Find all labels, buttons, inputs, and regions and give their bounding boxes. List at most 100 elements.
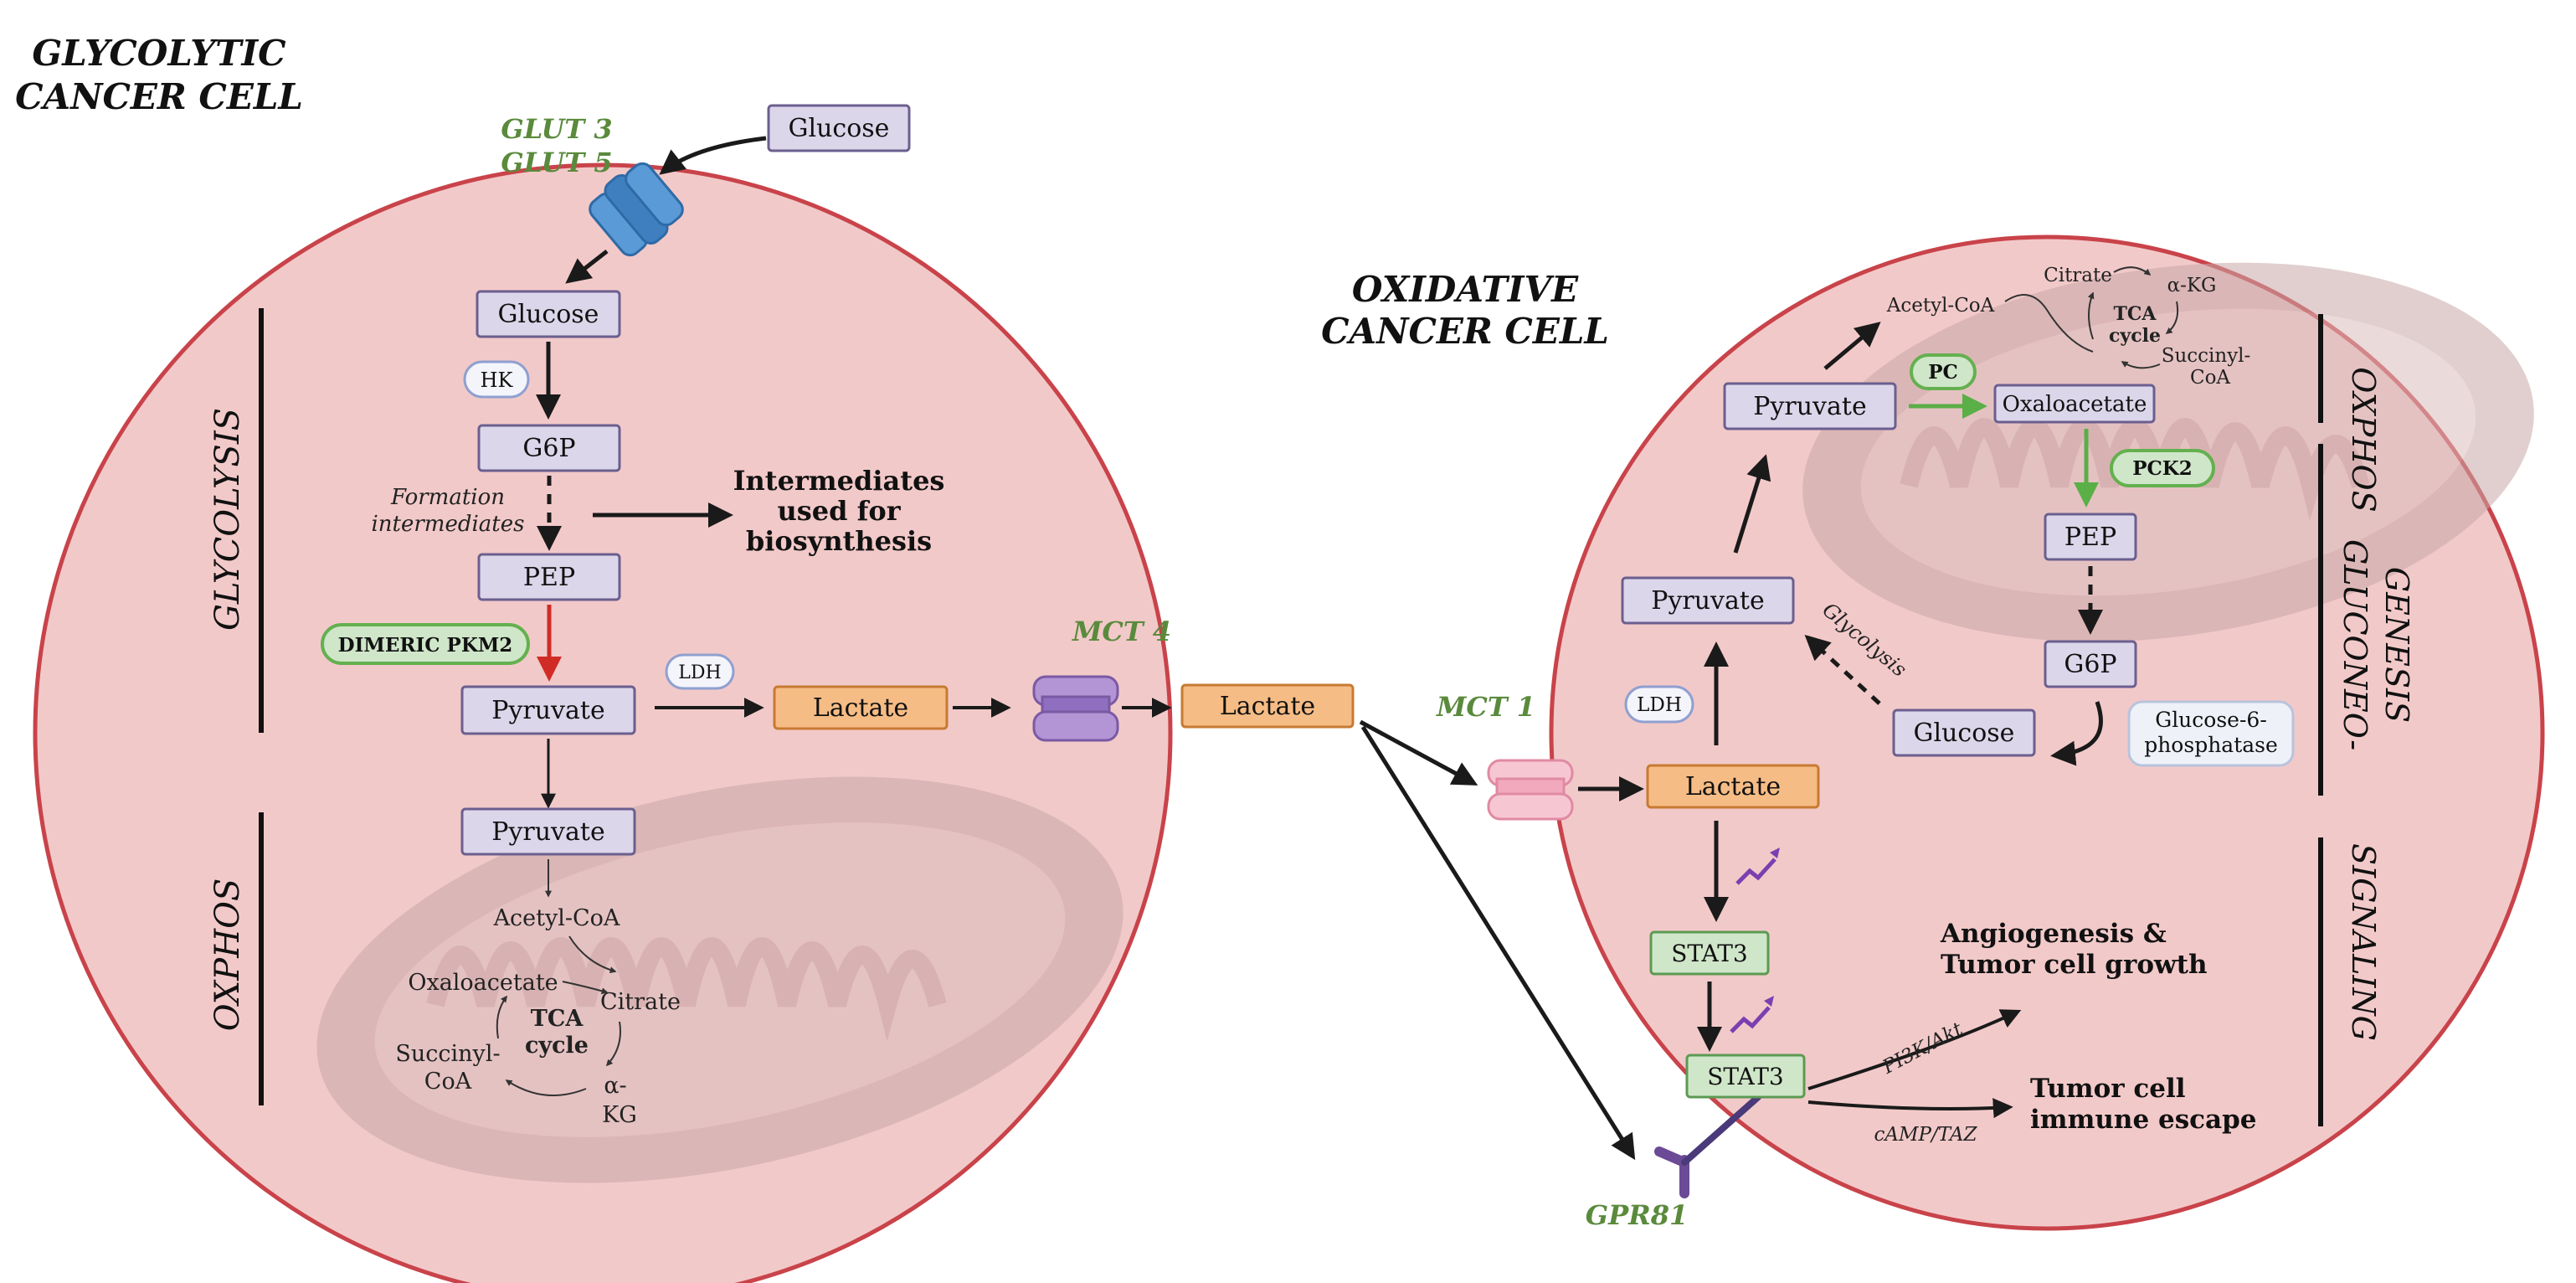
right-acetylcoa-label: Acetyl-CoA — [1886, 295, 1995, 317]
g6p-right-box — [2044, 640, 2137, 688]
intermediates-label-line1: Intermediates — [733, 465, 945, 497]
gpr81-receptor-icon — [1654, 1094, 1761, 1198]
pep-label: PEP — [523, 563, 575, 592]
pep-right-label: PEP — [2064, 523, 2116, 552]
glucose-6-phosphatase-label-line1: Glucose-6- — [2155, 708, 2267, 732]
glucose-6-phosphatase-label-line2: phosphatase — [2144, 733, 2278, 757]
stat3-b-label: STAT3 — [1707, 1063, 1784, 1090]
oxaloacetate-label: Oxaloacetate — [2003, 392, 2147, 417]
pyruvate-mito-box — [460, 807, 636, 856]
right-side-label-gluco-line2: GENESIS — [2378, 567, 2415, 723]
right-tca-arrow-to-citrate — [2087, 291, 2095, 340]
right-cell-title-line2: CANCER CELL — [1321, 311, 1609, 352]
left-tca-arrow-succinyl-oxaloacetate — [496, 995, 507, 1039]
g6p-right-label: G6P — [2064, 650, 2116, 679]
right-acetyl-squiggle — [2004, 294, 2094, 353]
left-citrate-label: Citrate — [600, 989, 681, 1015]
mct1-label: MCT 1 — [1436, 691, 1535, 723]
pep-right-box — [2044, 513, 2137, 561]
g6p-label: G6P — [522, 434, 575, 463]
pyruvate-mid-label: Pyruvate — [1651, 586, 1764, 616]
ldh-left-label: LDH — [678, 662, 721, 683]
arrow-lactate-to-mct1 — [1359, 719, 1478, 786]
right-citrate-label: Citrate — [2044, 265, 2112, 286]
ldh-right-label: LDH — [1637, 694, 1682, 716]
arrow-g6p-to-glucose — [2050, 701, 2103, 766]
right-succinyl-label-line2: CoA — [2190, 367, 2230, 389]
left-mitochondrion — [316, 776, 1123, 1183]
lactate-left-label: Lactate — [813, 693, 908, 723]
immune-escape-label-line1: Tumor cell — [2030, 1074, 2186, 1104]
formation-label-line1: Formation — [390, 485, 505, 510]
formation-label-line2: intermediates — [371, 512, 524, 537]
lactate-right-box — [1646, 764, 1820, 809]
pc-enzyme-pill — [1910, 353, 1977, 390]
left-oxaloacetate-label: Oxaloacetate — [408, 970, 558, 996]
pyruvate-top-label: Pyruvate — [1753, 392, 1866, 421]
arrow-stat3-to-immune-escape — [1807, 1098, 2013, 1119]
upregulation-icon-1 — [1735, 858, 1776, 885]
pck2-enzyme-pill — [2110, 449, 2215, 487]
pck2-enzyme-label: PCK2 — [2132, 457, 2193, 480]
upregulation-icon-2 — [1730, 1006, 1771, 1033]
glucose-outside-box — [767, 104, 911, 152]
dimeric-pkm2-pill — [321, 623, 530, 665]
ldh-right-pill — [1624, 685, 1694, 724]
left-acetylcoa-label: Acetyl-CoA — [493, 905, 620, 931]
pyruvate-mid-box — [1621, 576, 1795, 625]
right-akg-label: α-KG — [2167, 275, 2217, 296]
right-succinyl-label-line1: Succinyl- — [2162, 345, 2251, 367]
left-succinyl-label-line1: Succinyl- — [395, 1041, 500, 1067]
right-tca-label-line2: cycle — [2109, 325, 2161, 347]
glucose-outside-label: Glucose — [789, 114, 890, 143]
pc-enzyme-label: PC — [1928, 361, 1958, 384]
stat3-a-label: STAT3 — [1671, 940, 1748, 967]
right-tca-arrow-akg-succinyl — [2165, 301, 2179, 334]
left-akg-label-line1: α- — [604, 1073, 626, 1099]
arrow-glucose-to-pyruvate-dashed — [1804, 634, 1881, 705]
left-akg-label-line2: KG — [602, 1102, 637, 1128]
intermediates-label-line2: used for — [777, 495, 901, 527]
left-cell-title-line1: GLYCOLYTIC — [32, 33, 286, 74]
angiogenesis-label-line1: Angiogenesis & — [1940, 919, 2167, 949]
stat3-a-box — [1649, 930, 1770, 976]
right-side-label-oxphos: OXPHOS — [2345, 367, 2382, 512]
immune-escape-label-line2: immune escape — [2030, 1105, 2257, 1135]
hk-enzyme-pill — [463, 360, 530, 399]
glut-transporter-icon — [589, 162, 684, 257]
glut3-label: GLUT 3 — [501, 113, 612, 145]
intermediates-label-line3: biosynthesis — [746, 525, 932, 557]
left-cell-title-line2: CANCER CELL — [15, 76, 303, 117]
arrow-glut-to-glucose — [565, 250, 609, 284]
right-side-label-signaling: SIGNALING — [2345, 843, 2382, 1041]
lactate-extracellular-box — [1180, 683, 1355, 729]
pyruvate-top-box — [1723, 382, 1897, 430]
arrow-pyruvate-mid-to-top — [1733, 454, 1771, 554]
glut5-label: GLUT 5 — [501, 147, 612, 178]
right-side-label-gluco-line1: GLUCONEO- — [2337, 539, 2373, 750]
pyruvate-cytosol-box — [460, 685, 636, 735]
glucose-6-phosphatase-box — [2127, 700, 2295, 767]
mct4-label: MCT 4 — [1072, 616, 1171, 647]
arrow-lactate-to-gpr81 — [1360, 725, 1636, 1161]
upregulation-icon-2-head — [1764, 996, 1774, 1007]
oxaloacetate-box — [1993, 384, 2156, 424]
camp-taz-label: cAMP/TAZ — [1874, 1124, 1978, 1146]
pyruvate-cytosol-label: Pyruvate — [491, 696, 604, 725]
arrow-pyruvate-to-acetylcoa — [1823, 322, 1881, 370]
left-tca-arrow-acetyl-citrate — [568, 935, 617, 974]
left-tca-label-line2: cycle — [525, 1033, 589, 1059]
hk-enzyme-label: HK — [481, 368, 514, 392]
lactate-left-box — [773, 685, 949, 730]
right-tca-arrow-succinyl-back — [2121, 361, 2161, 369]
pyruvate-mito-label: Pyruvate — [491, 817, 604, 847]
pep-box — [477, 553, 621, 601]
left-tca-arrow-citrate-akg — [605, 1021, 621, 1067]
glucose-inside-label: Glucose — [498, 300, 599, 329]
left-side-label-oxphos: OXPHOS — [208, 879, 247, 1032]
angiogenesis-label-line2: Tumor cell growth — [1941, 950, 2208, 980]
left-side-label-glycolysis: GLYCOLYSIS — [208, 408, 247, 631]
stat3-b-box — [1685, 1054, 1806, 1099]
left-tca-arrow-akg-succinyl — [505, 1079, 587, 1096]
gpr81-label: GPR81 — [1586, 1199, 1689, 1231]
